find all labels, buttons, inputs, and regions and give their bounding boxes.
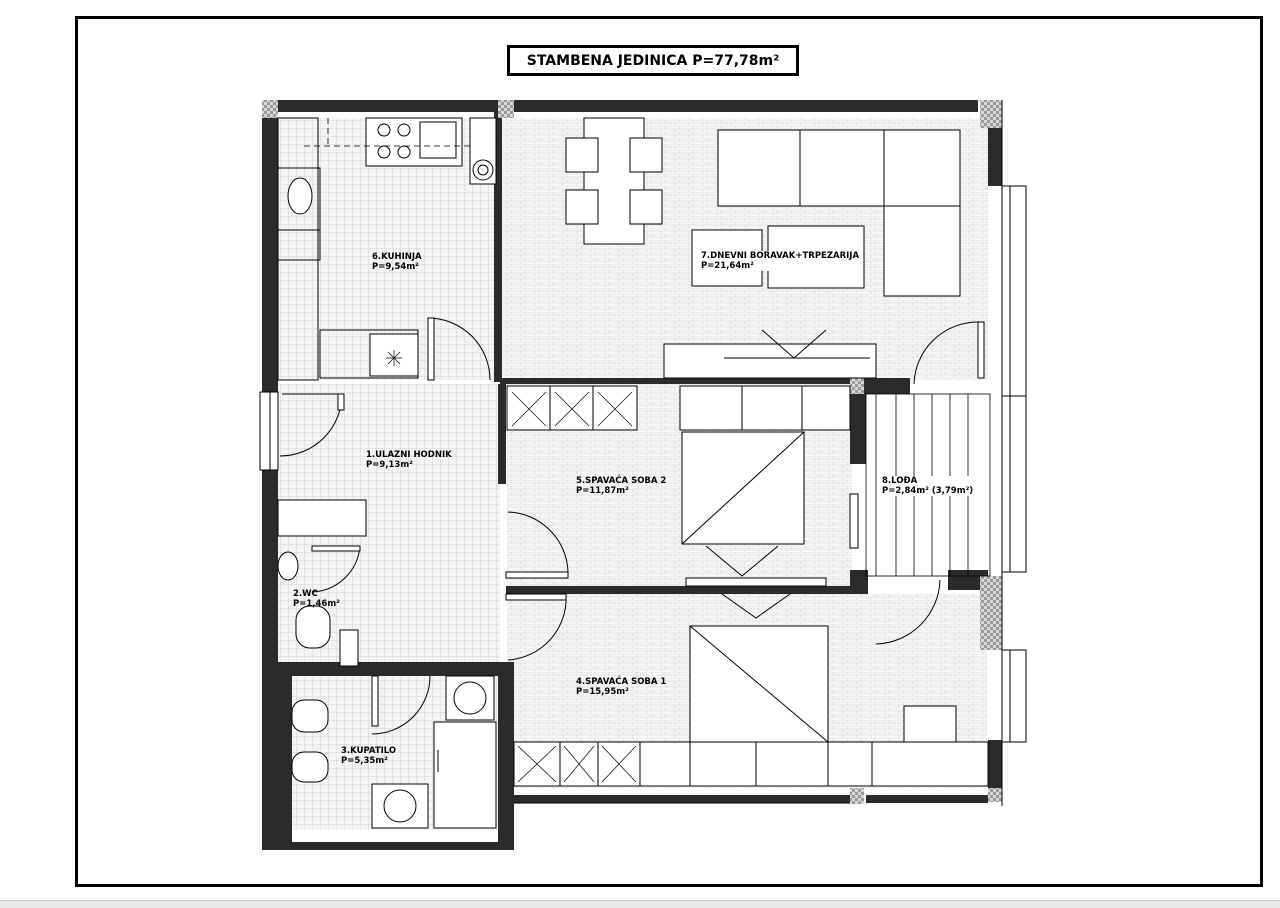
bedroom2-furniture — [506, 385, 851, 587]
viewer-bottom-bar — [0, 900, 1280, 908]
bedroom1-furniture — [513, 593, 989, 787]
windows — [259, 100, 1027, 806]
dining-set — [565, 117, 663, 245]
sanitary — [277, 499, 497, 829]
doors — [279, 317, 985, 735]
walls — [262, 100, 1002, 850]
wall-columns — [262, 100, 1002, 804]
plan-title: STAMBENA JEDINICA P=77,78m² — [507, 45, 799, 76]
kitchen-counter — [277, 117, 497, 381]
